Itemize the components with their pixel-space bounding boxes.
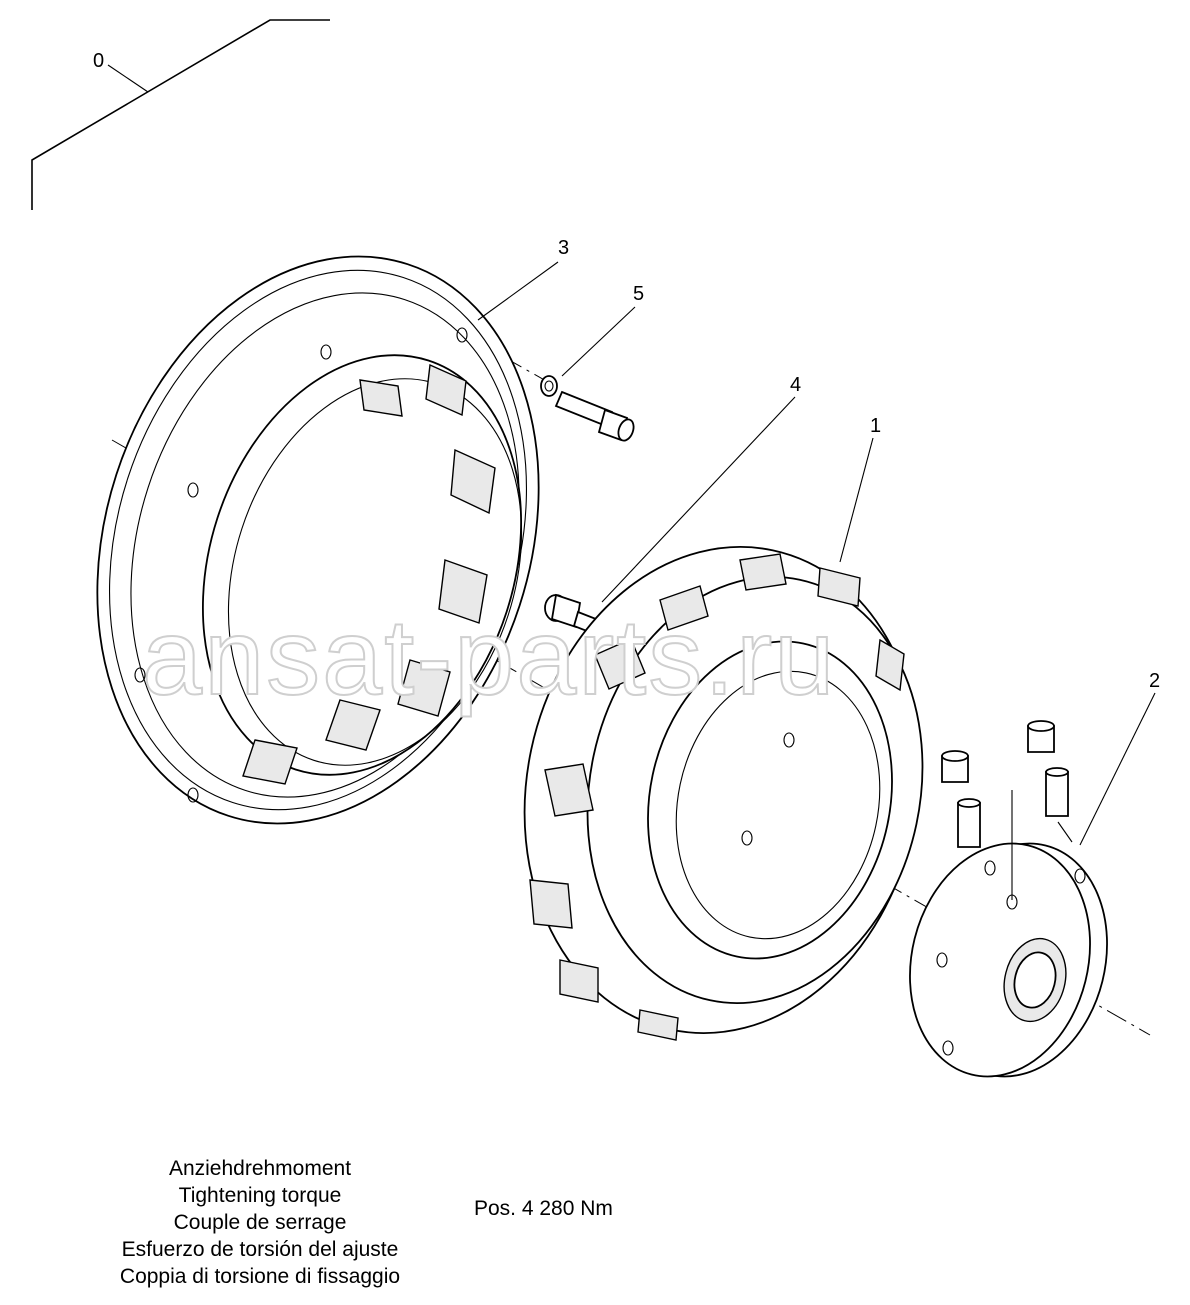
torque-legend: Anziehdrehmoment Tightening torque Coupl… <box>60 1155 460 1290</box>
set-screws <box>941 720 1069 848</box>
legend-italian: Coppia di torsione di fissaggio <box>119 1265 401 1288</box>
callout-1: 1 <box>870 415 881 437</box>
drum-part-1 <box>523 546 924 1041</box>
torque-spec: Pos. 4 280 Nm <box>474 1197 613 1220</box>
callout-3: 3 <box>558 237 569 259</box>
ring-gear-bolt-holes <box>134 327 468 803</box>
leader-lines <box>477 261 1156 900</box>
legend-spanish: Esfuerzo de torsión del ajuste <box>121 1238 399 1261</box>
callout-2: 2 <box>1149 670 1160 692</box>
callout-5: 5 <box>633 283 644 305</box>
callout-4: 4 <box>790 374 801 396</box>
legend-german: Anziehdrehmoment <box>168 1157 352 1180</box>
drum-outer-teeth <box>529 553 905 1041</box>
assembly-bracket <box>31 19 330 210</box>
ring-gear-part-3 <box>96 255 540 825</box>
legend-english: Tightening torque <box>178 1184 342 1207</box>
callout-0: 0 <box>93 50 104 72</box>
hub-flange-part-2 <box>909 842 1108 1078</box>
watermark-text: ansat-parts.ru <box>142 596 836 717</box>
bolt-part-5 <box>540 375 635 442</box>
ring-gear-teeth <box>242 363 496 785</box>
legend-french: Couple de serrage <box>173 1211 347 1234</box>
